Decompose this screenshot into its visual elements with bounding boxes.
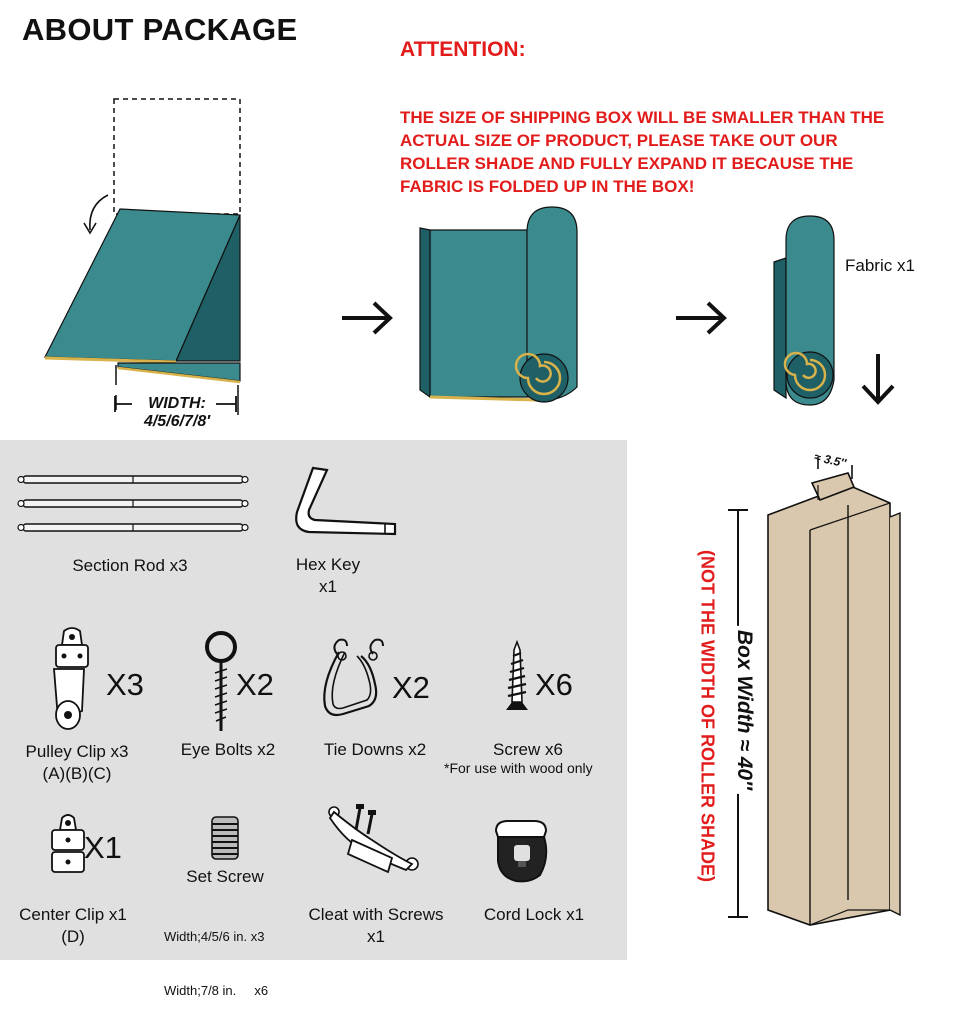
- pulley-clip-name: Pulley Clip x3: [25, 742, 129, 761]
- pulley-clip-icon: [53, 627, 89, 730]
- pulley-clip-qty: X3: [106, 667, 144, 702]
- screw-label: Screw x6: [493, 740, 563, 759]
- width-label: WIDTH: 4/5/6/7/8′: [128, 395, 226, 431]
- eye-bolt-icon: [205, 631, 237, 731]
- attention-line: THE SIZE OF SHIPPING BOX WILL BE SMALLER…: [400, 108, 885, 127]
- set-screw-spec: Width;7/8 in. x6: [164, 983, 269, 998]
- tie-down-icon: [323, 638, 384, 717]
- set-screw-specs: Width;4/5/6 in. x3 Width;7/8 in. x6: [164, 892, 268, 1018]
- pulley-clip-label: Pulley Clip x3 (A)(B)(C): [12, 741, 142, 785]
- attention-heading: ATTENTION:: [400, 38, 526, 61]
- fabric-label: Fabric x1: [845, 256, 915, 275]
- attention-message: THE SIZE OF SHIPPING BOX WILL BE SMALLER…: [400, 106, 940, 198]
- hex-key-icon: [295, 466, 397, 536]
- center-clip-name: Center Clip x1: [19, 905, 127, 924]
- page-title: ABOUT PACKAGE: [22, 12, 298, 47]
- box-width-label: Box Width ≈ 40″: [732, 625, 756, 795]
- tie-downs-label: Tie Downs x2: [323, 740, 427, 759]
- hex-key-label: Hex Key x1: [278, 554, 378, 598]
- cleat-label: Cleat with Screws x1: [296, 904, 456, 948]
- section-rod-icon: [17, 475, 249, 532]
- cleat-name: Cleat with Screws: [308, 905, 444, 924]
- eye-bolts-label: Eye Bolts x2: [180, 740, 276, 759]
- arrow-right-icon: [342, 301, 393, 335]
- center-clip-qty: X1: [84, 830, 122, 865]
- center-clip-label: Center Clip x1 (D): [6, 904, 140, 948]
- section-rod-label: Section Rod x3: [72, 556, 188, 575]
- folded-fabric-illustration: [44, 98, 241, 415]
- center-clip-variant: (D): [61, 927, 85, 946]
- eye-bolts-qty: X2: [236, 667, 274, 702]
- width-dimension-line: [114, 396, 237, 412]
- center-clip-icon: [51, 814, 85, 873]
- box-width-note: (NOT THE WIDTH OF ROLLER SHADE): [697, 550, 718, 882]
- arrow-right-icon: [676, 301, 727, 335]
- hex-key-qty: x1: [319, 577, 337, 596]
- tie-downs-qty: X2: [392, 670, 430, 705]
- half-rolled-fabric-illustration: [419, 206, 578, 403]
- hex-key-name: Hex Key: [295, 555, 361, 574]
- set-screw-label: Set Screw: [186, 867, 264, 886]
- set-screw-icon: [211, 816, 239, 860]
- pulley-clip-variants: (A)(B)(C): [42, 764, 112, 783]
- attention-line: ROLLER SHADE AND FULLY EXPAND IT BECAUSE…: [400, 154, 854, 173]
- width-label-line: WIDTH:: [148, 395, 206, 412]
- arrow-down-icon: [861, 354, 895, 405]
- screw-icon: [506, 639, 528, 710]
- attention-line: FABRIC IS FOLDED UP IN THE BOX!: [400, 177, 695, 196]
- screw-qty: X6: [535, 667, 573, 702]
- rolled-fabric-illustration: [773, 215, 835, 406]
- set-screw-spec: Width;4/5/6 in. x3: [164, 929, 265, 944]
- cleat-qty: x1: [367, 927, 385, 946]
- screw-note: *For use with wood only: [444, 760, 593, 776]
- cleat-icon: [328, 804, 419, 874]
- attention-line: ACTUAL SIZE OF PRODUCT, PLEASE TAKE OUT …: [400, 131, 838, 150]
- width-label-values: 4/5/6/7/8′: [143, 413, 211, 430]
- cord-lock-label: Cord Lock x1: [483, 905, 585, 924]
- cord-lock-icon: [494, 820, 548, 883]
- shipping-box-illustration: [728, 457, 901, 926]
